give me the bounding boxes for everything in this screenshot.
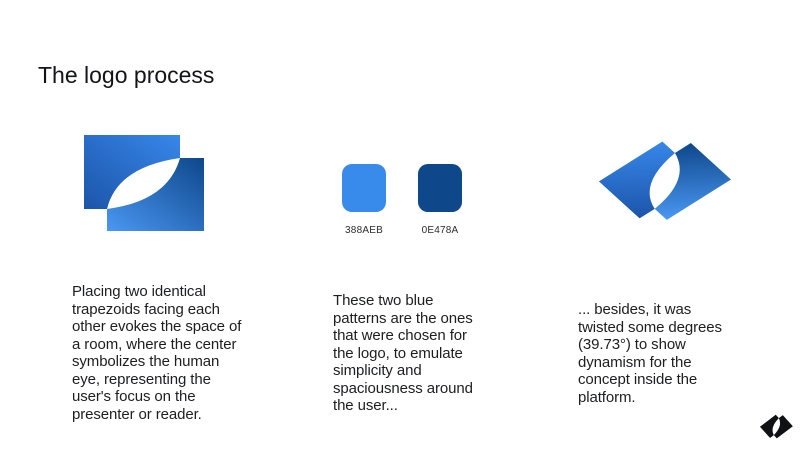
original-logo-description: Placing two identical trapezoids facing … xyxy=(72,283,242,423)
palette-description: These two blue patterns are the ones tha… xyxy=(333,292,473,414)
brand-mark-icon xyxy=(759,414,793,439)
slide-title: The logo process xyxy=(38,62,215,88)
rotated-logo-description: ... besides, it was twisted some degrees… xyxy=(578,301,722,406)
color-swatch-light-blue xyxy=(342,164,386,212)
color-hex-label-light: 388AEB xyxy=(345,225,383,236)
color-hex-label-dark: 0E478A xyxy=(421,225,459,236)
logo-original-graphic xyxy=(84,135,204,231)
logo-rotated-graphic xyxy=(598,141,731,220)
color-swatch-dark-blue xyxy=(418,164,462,212)
